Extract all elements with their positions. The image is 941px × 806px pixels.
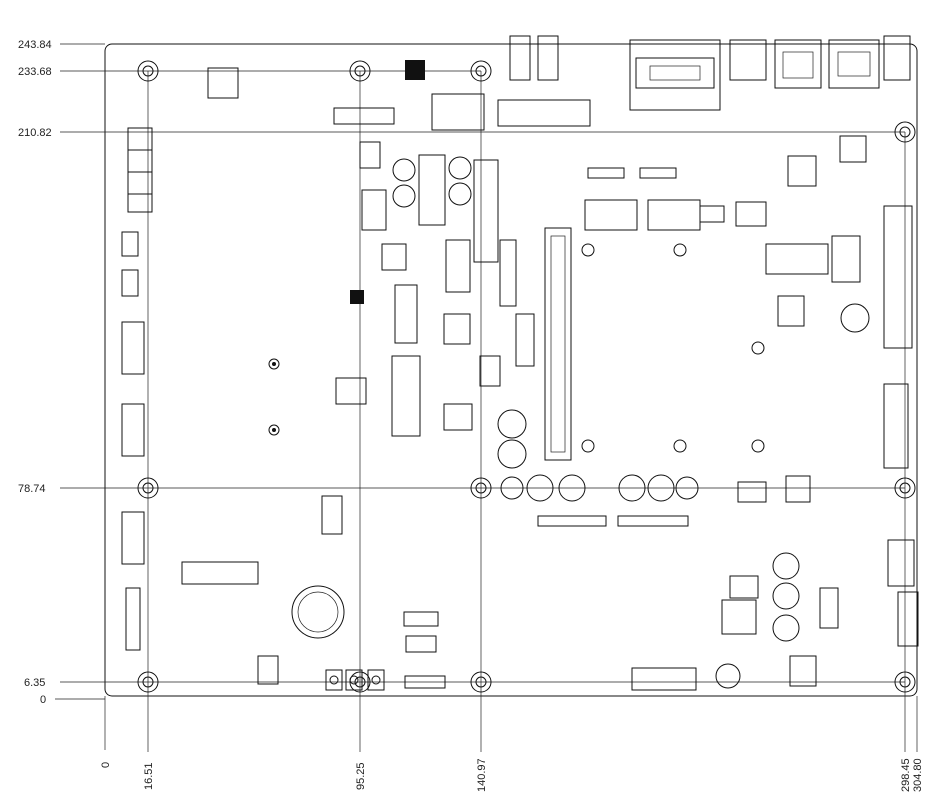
dim-x-298-45: 298.45 <box>900 758 912 792</box>
dim-y-0: 0 <box>40 694 46 706</box>
memory-slots <box>391 154 572 461</box>
board-outline <box>104 43 918 697</box>
dim-x-16-51: 16.51 <box>143 762 155 790</box>
standoff-holes <box>268 243 765 453</box>
mounting-hole <box>894 477 916 499</box>
horizontal-dimension-lines <box>55 43 905 700</box>
dim-y-210-82: 210.82 <box>18 127 52 139</box>
mounting-hole <box>894 671 916 693</box>
mounting-hole <box>894 121 916 143</box>
dim-y-78-74: 78.74 <box>18 483 46 495</box>
dim-y-6-35: 6.35 <box>24 677 45 689</box>
dim-x-140-97: 140.97 <box>476 758 488 792</box>
capacitors <box>291 156 870 689</box>
mounting-hole <box>470 671 492 693</box>
ic-chips <box>181 60 867 685</box>
mounting-hole <box>137 477 159 499</box>
mounting-hole <box>470 477 492 499</box>
dim-x-95-25: 95.25 <box>355 762 367 790</box>
mounting-holes <box>137 60 916 693</box>
board-to-board-connectors <box>537 167 701 527</box>
segment-displays <box>127 127 153 213</box>
dim-x-304-80: 304.80 <box>912 758 924 792</box>
dim-y-243-84: 243.84 <box>18 39 52 51</box>
mounting-hole <box>137 60 159 82</box>
left-pin-headers <box>121 231 145 651</box>
bottom-buttons <box>325 655 817 691</box>
dim-y-233-68: 233.68 <box>18 66 52 78</box>
dim-x-0: 0 <box>100 762 112 768</box>
mounting-hole <box>137 671 159 693</box>
vertical-dimension-lines <box>104 71 918 752</box>
mounting-hole <box>349 60 371 82</box>
rear-io-connectors <box>509 35 911 111</box>
mounting-hole <box>470 60 492 82</box>
power-connector <box>883 205 919 647</box>
